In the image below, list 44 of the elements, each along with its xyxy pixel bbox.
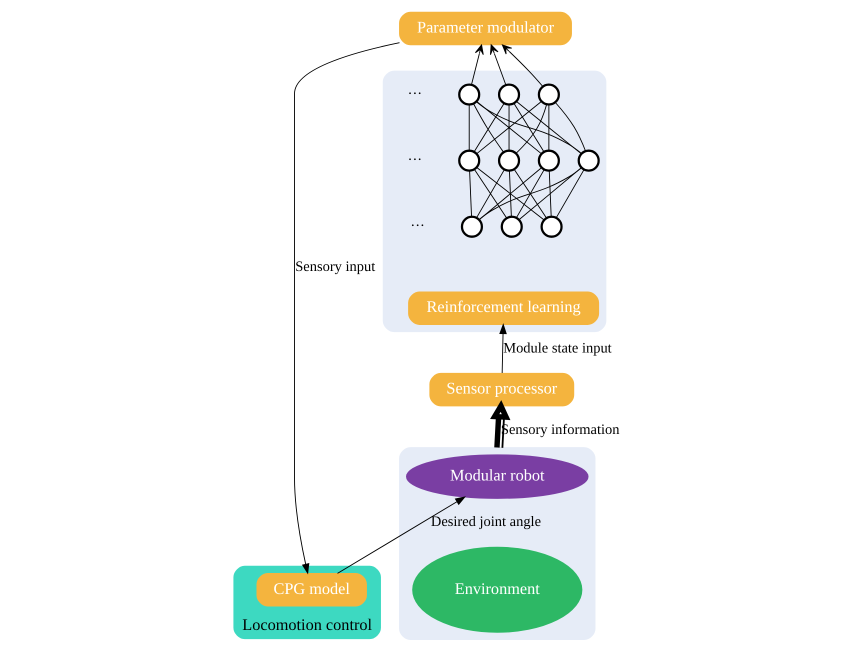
cluster xyxy=(398,447,595,640)
connector xyxy=(508,170,512,218)
cluster xyxy=(382,70,606,332)
connector xyxy=(508,104,509,151)
edge-label: Module state input xyxy=(502,340,612,356)
node-circle xyxy=(537,83,560,106)
connector xyxy=(548,170,552,218)
node-circle xyxy=(458,150,480,172)
node-ellipse: Modular robot xyxy=(406,454,588,499)
arrow xyxy=(498,323,506,374)
arrow xyxy=(294,42,400,574)
connector xyxy=(468,104,470,151)
connector xyxy=(475,101,582,154)
node-circle xyxy=(540,216,562,238)
node-ellipse: Environment xyxy=(412,546,582,633)
arrow xyxy=(489,44,506,86)
connector xyxy=(476,100,542,154)
arrow xyxy=(470,44,484,86)
connector xyxy=(555,169,584,218)
arrow xyxy=(501,44,543,87)
node-circle xyxy=(500,216,522,238)
node-circle xyxy=(460,216,483,238)
connector xyxy=(478,167,582,220)
node-circle xyxy=(497,150,520,172)
edge-label: Sensory input xyxy=(294,258,375,275)
arrow xyxy=(490,400,510,448)
connector xyxy=(468,170,472,218)
node-circle xyxy=(577,150,600,172)
connector xyxy=(518,167,582,220)
label: ··· xyxy=(407,86,422,102)
node-box: Parameter modulator xyxy=(398,12,572,46)
label: ··· xyxy=(407,152,422,168)
node-circle xyxy=(458,83,480,106)
node-box: Sensor processor xyxy=(428,372,574,406)
node-box: CPG model xyxy=(256,573,366,607)
node-circle xyxy=(497,83,520,106)
connector xyxy=(554,102,586,152)
label: ··· xyxy=(410,218,424,234)
edge-label: Desired joint angle xyxy=(430,514,541,530)
arrow xyxy=(336,496,466,574)
connector xyxy=(548,104,549,151)
node-circle xyxy=(537,150,560,172)
node-box: Reinforcement learning xyxy=(408,291,599,325)
connector xyxy=(515,100,582,154)
